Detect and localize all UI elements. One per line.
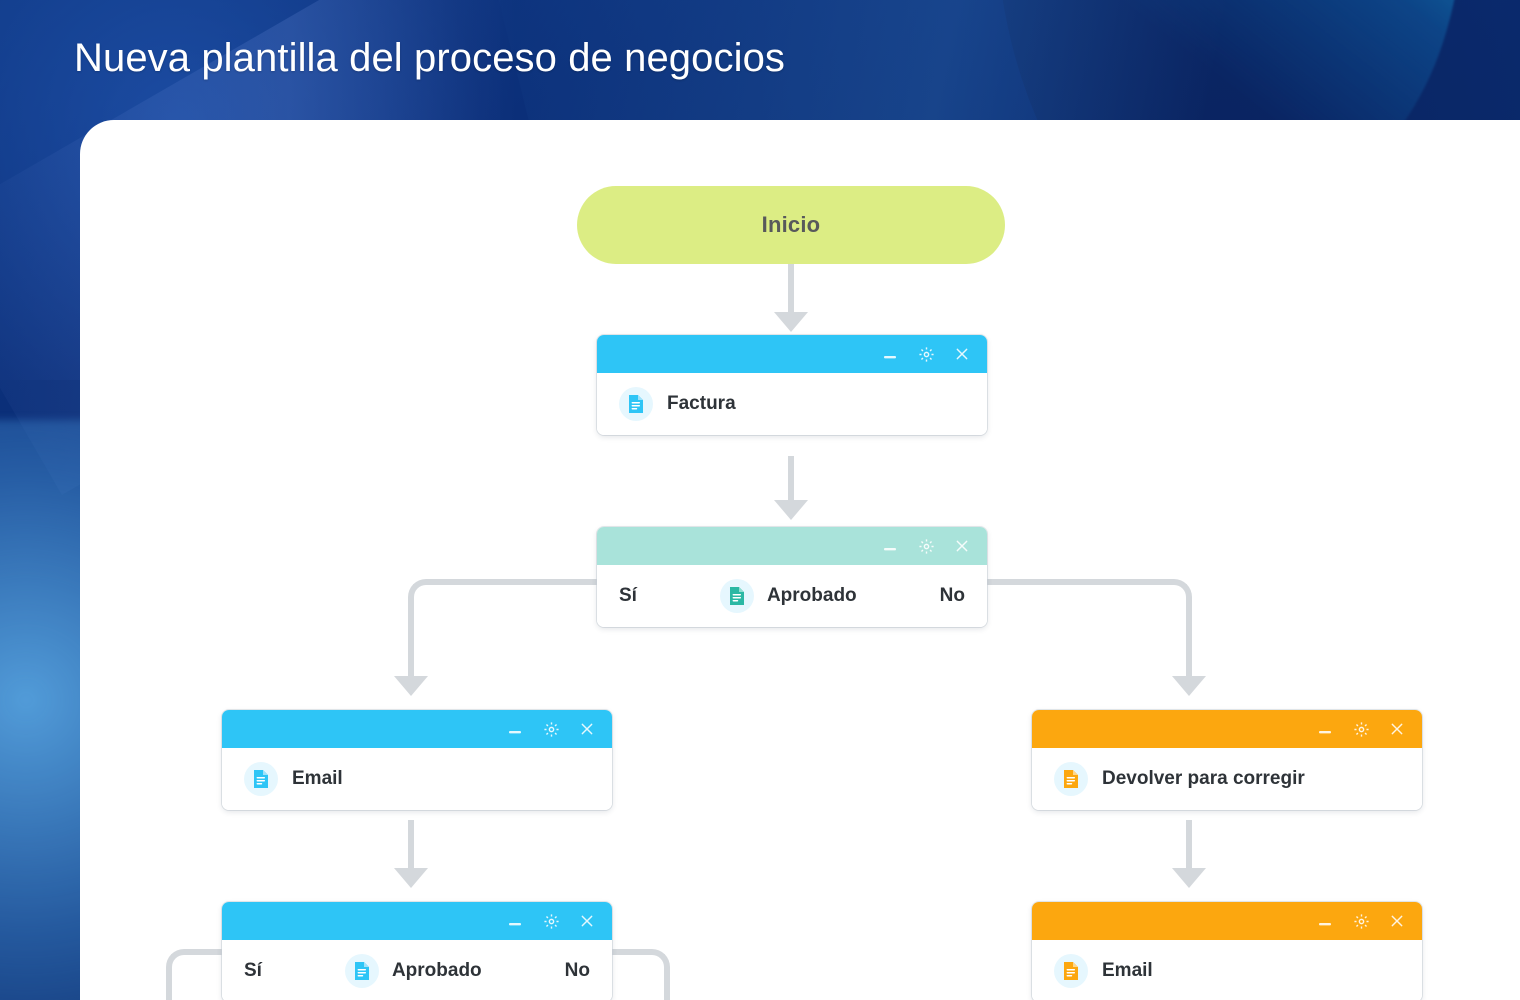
node-devolver-header: [1032, 710, 1422, 748]
minimize-icon[interactable]: [879, 343, 901, 365]
gear-icon[interactable]: [540, 910, 562, 932]
node-email-right-body: Email: [1032, 940, 1422, 1000]
node-factura-header: [597, 335, 987, 373]
node-email-left[interactable]: Email: [222, 710, 612, 810]
document-icon: [619, 387, 653, 421]
document-icon: [1054, 954, 1088, 988]
connector-aprobado-no-stem: [1186, 607, 1192, 687]
close-icon[interactable]: [951, 535, 973, 557]
flow-canvas-panel: Inicio: [80, 120, 1520, 1000]
node-aprobado-1-center: Aprobado: [719, 579, 857, 613]
connector-aprobado2-no-elbow: [610, 949, 670, 1000]
branch-label-no: No: [939, 585, 965, 606]
node-email-left-label: Email: [292, 768, 343, 789]
connector-devolver-to-email-right-arrow: [1172, 868, 1206, 888]
connector-aprobado-si-elbow: [408, 579, 602, 613]
node-devolver-body: Devolver para corregir: [1032, 748, 1422, 810]
connector-aprobado-si-arrow: [394, 676, 428, 696]
connector-factura-to-aprobado-stem: [788, 456, 794, 512]
node-inicio[interactable]: Inicio: [577, 186, 1005, 264]
node-email-left-body: Email: [222, 748, 612, 810]
node-email-right-label: Email: [1102, 960, 1153, 981]
node-factura-label: Factura: [667, 393, 736, 414]
node-aprobado-2[interactable]: Sí Aprobado: [222, 902, 612, 1000]
document-icon: [244, 762, 278, 796]
connector-devolver-to-email-right-stem: [1186, 820, 1192, 880]
node-aprobado-1-header: [597, 527, 987, 565]
gear-icon[interactable]: [915, 343, 937, 365]
connector-start-to-factura-arrow: [774, 312, 808, 332]
node-aprobado-1-label: Aprobado: [766, 585, 857, 606]
close-icon[interactable]: [576, 910, 598, 932]
node-aprobado-2-header: [222, 902, 612, 940]
node-aprobado-2-label: Aprobado: [391, 960, 482, 981]
node-aprobado-1[interactable]: Sí Aprobado: [597, 527, 987, 627]
node-devolver-para-corregir[interactable]: Devolver para corregir: [1032, 710, 1422, 810]
document-icon: [719, 579, 754, 613]
node-factura-body: Factura: [597, 373, 987, 435]
connector-factura-to-aprobado-arrow: [774, 500, 808, 520]
gear-icon[interactable]: [540, 718, 562, 740]
node-email-right-header: [1032, 902, 1422, 940]
minimize-icon[interactable]: [879, 535, 901, 557]
close-icon[interactable]: [1386, 910, 1408, 932]
connector-email-left-to-aprobado2-arrow: [394, 868, 428, 888]
gear-icon[interactable]: [1350, 718, 1372, 740]
node-aprobado-2-center: Aprobado: [344, 954, 482, 988]
node-aprobado-1-body: Sí Aprobado: [597, 565, 987, 627]
node-email-left-header: [222, 710, 612, 748]
connector-aprobado2-si-elbow: [166, 949, 226, 1000]
close-icon[interactable]: [576, 718, 598, 740]
minimize-icon[interactable]: [1314, 910, 1336, 932]
gear-icon[interactable]: [1350, 910, 1372, 932]
branch-label-yes: Sí: [619, 585, 637, 606]
connector-aprobado-si-stem: [408, 607, 414, 687]
document-icon: [344, 954, 379, 988]
node-inicio-label: Inicio: [761, 212, 821, 237]
gear-icon[interactable]: [915, 535, 937, 557]
branch-label-yes: Sí: [244, 960, 262, 981]
node-email-right[interactable]: Email: [1032, 902, 1422, 1000]
connector-start-to-factura-stem: [788, 264, 794, 324]
document-icon: [1054, 762, 1088, 796]
node-aprobado-2-body: Sí Aprobado: [222, 940, 612, 1000]
page-title: Nueva plantilla del proceso de negocios: [74, 36, 786, 80]
minimize-icon[interactable]: [504, 718, 526, 740]
minimize-icon[interactable]: [1314, 718, 1336, 740]
connector-aprobado-no-arrow: [1172, 676, 1206, 696]
branch-label-no: No: [564, 960, 590, 981]
connector-aprobado-no-elbow: [980, 579, 1192, 613]
node-factura[interactable]: Factura: [597, 335, 987, 435]
node-devolver-label: Devolver para corregir: [1102, 768, 1305, 789]
close-icon[interactable]: [1386, 718, 1408, 740]
connector-email-left-to-aprobado2-stem: [408, 820, 414, 880]
close-icon[interactable]: [951, 343, 973, 365]
minimize-icon[interactable]: [504, 910, 526, 932]
